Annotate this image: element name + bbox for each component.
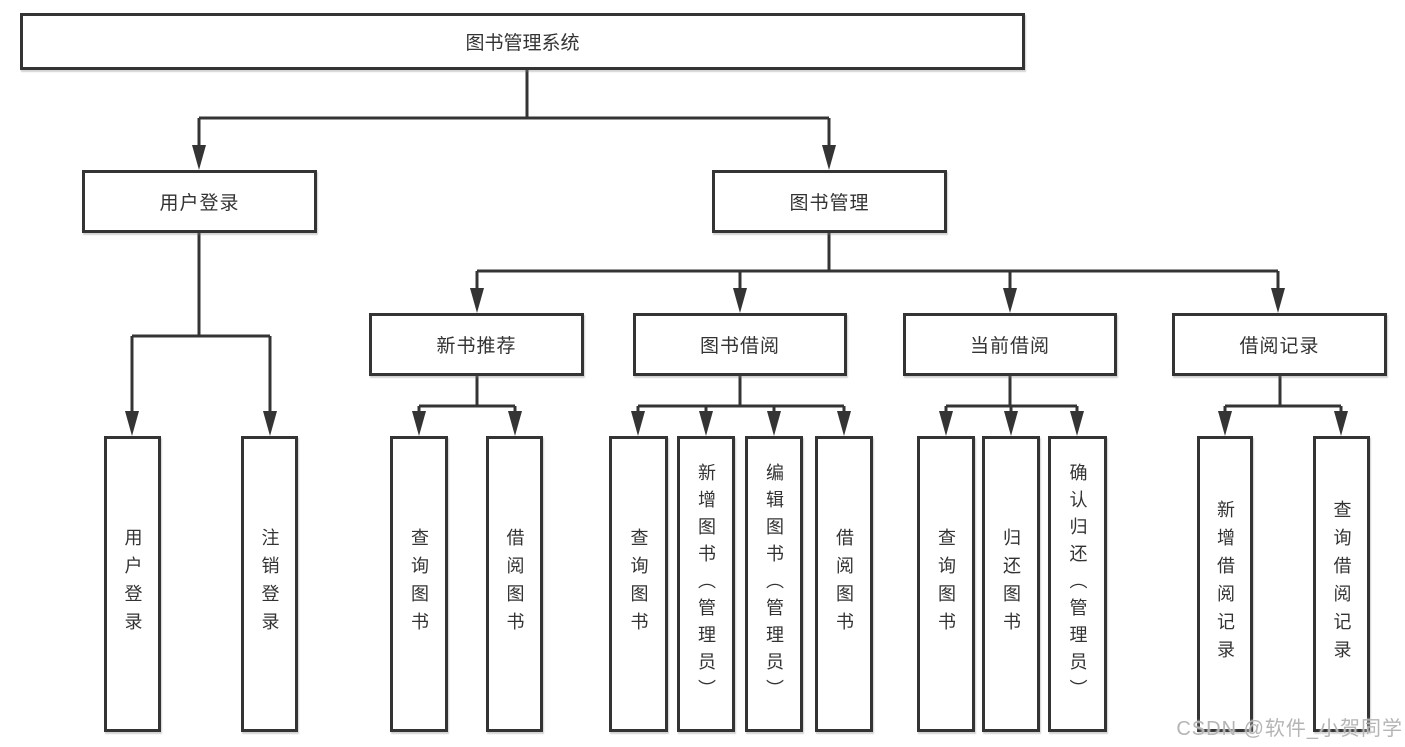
leaf-edit-books-admin: 编辑图书（管理员） (745, 436, 803, 732)
leaf-label: 编辑图书（管理员） (764, 462, 784, 706)
leaf-confirm-return-admin: 确认归还（管理员） (1048, 436, 1107, 732)
leaf-label: 查询图书 (409, 528, 429, 640)
leaf-query-books-current: 查询图书 (917, 436, 975, 732)
leaf-user-login: 用户登录 (104, 436, 161, 732)
node-borrow-records: 借阅记录 (1172, 313, 1387, 376)
node-label: 图书借阅 (699, 336, 780, 357)
node-label: 借阅记录 (1239, 336, 1320, 357)
leaf-label: 借阅图书 (504, 528, 525, 640)
node-book-management-system: 图书管理系统 (20, 13, 1025, 70)
leaf-label: 用户登录 (122, 528, 143, 640)
leaf-return-books: 归还图书 (982, 436, 1040, 732)
leaf-label: 查询图书 (936, 528, 956, 640)
leaf-query-books-recommend: 查询图书 (390, 436, 448, 732)
leaf-label: 查询图书 (628, 528, 649, 640)
node-label: 用户登录 (159, 193, 240, 214)
node-user-login: 用户登录 (82, 170, 317, 233)
leaf-label: 查询借阅记录 (1331, 500, 1352, 668)
leaf-label: 注销登录 (259, 528, 280, 640)
node-label: 图书管理 (789, 193, 870, 214)
leaf-add-borrow-record: 新增借阅记录 (1197, 436, 1253, 732)
leaf-label: 借阅图书 (834, 528, 854, 640)
leaf-query-borrow-record: 查询借阅记录 (1313, 436, 1370, 732)
leaf-borrow-books-recommend: 借阅图书 (486, 436, 543, 732)
node-label: 新书推荐 (436, 336, 517, 357)
leaf-label: 确认归还（管理员） (1067, 462, 1088, 706)
leaf-label: 归还图书 (1001, 528, 1021, 640)
leaf-label: 新增借阅记录 (1215, 500, 1235, 668)
arrowheads (125, 145, 1348, 436)
node-book-management: 图书管理 (712, 170, 947, 233)
leaf-label: 新增图书（管理员） (696, 462, 716, 706)
leaf-borrow-books: 借阅图书 (815, 436, 873, 732)
node-label: 当前借阅 (969, 336, 1050, 357)
leaf-add-books-admin: 新增图书（管理员） (677, 436, 735, 732)
node-new-book-recommend: 新书推荐 (369, 313, 584, 376)
leaf-logout: 注销登录 (241, 436, 298, 732)
node-current-borrow: 当前借阅 (903, 313, 1117, 376)
csdn-watermark: CSDN @软件_小贺同学 (1176, 718, 1403, 740)
node-label: 图书管理系统 (465, 33, 580, 54)
node-book-borrow: 图书借阅 (633, 313, 847, 376)
leaf-query-books-borrow: 查询图书 (609, 436, 668, 732)
